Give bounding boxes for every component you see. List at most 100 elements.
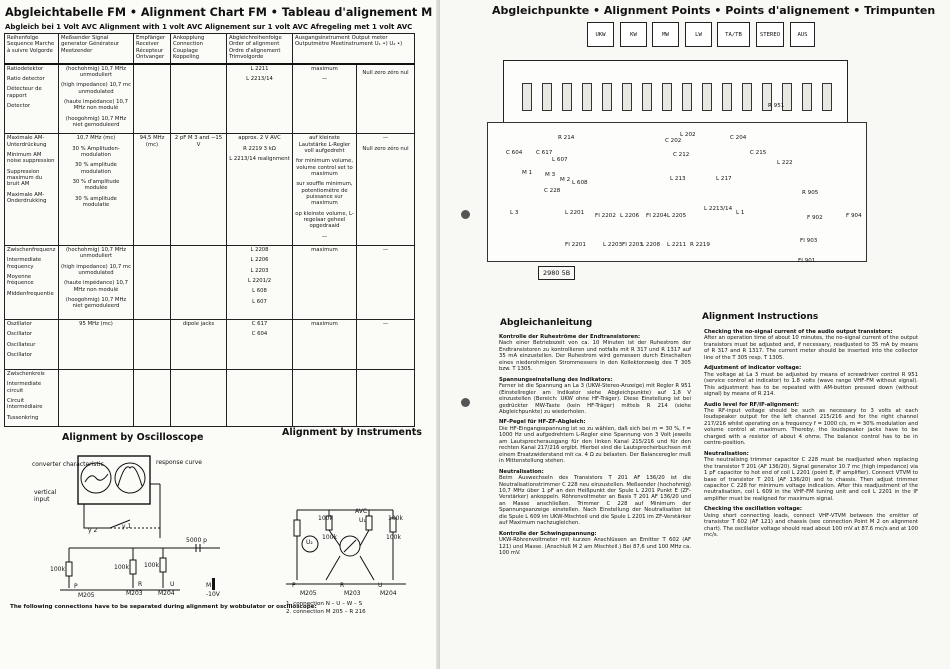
cell-rx (133, 245, 171, 321)
component-m3: M 3 (545, 172, 556, 178)
label-u1: U₁ (359, 517, 366, 524)
header-connection: Ankopplung Connection Couplage Koppeling (170, 33, 227, 65)
section-heading: Spannungseinstellung des Indikators: (499, 376, 613, 383)
strip-slot (662, 83, 672, 111)
label-5000p: 5000 p (186, 537, 207, 544)
component-l2206: L 2206 (620, 213, 640, 219)
gen-text: 30 % d'amplitude modulée (72, 178, 120, 192)
seq-text: Intermediate circuit (7, 381, 42, 394)
german-instructions: Kontrolle der Ruheströme der Endtransist… (499, 330, 691, 557)
section-heading: Audio level for RF/IF-alignment: (704, 401, 800, 408)
gen-text: 30 % amplitude modulatie (75, 195, 117, 208)
cell-out1: maximum— (292, 62, 357, 135)
order-text: C 617 (251, 321, 268, 328)
resistor-100k-c (159, 557, 167, 573)
gen-text: 10,7 MHz (mc) (76, 135, 116, 142)
seq-text: Détecteur de rapport (7, 86, 42, 99)
strip-slot (642, 83, 652, 111)
header-output: Ausgangsinstrument Output meter Outputmè… (292, 33, 415, 65)
strip-slot (802, 83, 812, 111)
oscilloscope-diagram (60, 455, 220, 591)
seq-text: Zwischenkreis (7, 371, 45, 378)
gen-text: (haute impédance) 10,7 MHz non modulé (64, 280, 128, 293)
component-fi2201: FI 2201 (565, 242, 586, 248)
order-text: L 607 (252, 298, 267, 305)
cell-rx (133, 62, 171, 135)
label-100k-b: 100k (114, 564, 129, 571)
out1-text: — (321, 233, 328, 240)
label-avc: AVC (355, 508, 368, 515)
component-r905: R 905 (802, 190, 819, 196)
cell-conn: 2 pF M 3 and −15 V (170, 133, 227, 247)
header-generator: Meßsender Signal generator Générateur Me… (58, 33, 134, 65)
conn-text: dipole jacks (182, 321, 215, 328)
label-converter: converter characteristic (32, 461, 104, 468)
component-l213: L 213 (670, 176, 686, 182)
band-button-tatb: TA/TB (717, 22, 750, 47)
component-fi2203: FI 2203 (622, 242, 643, 248)
component-r214: R 214 (558, 135, 575, 141)
component-c215: C 215 (750, 150, 767, 156)
section-text: Die HF-Eingangsspannung ist so zu wählen… (499, 425, 691, 465)
cell-out2: — Null zero zéro nul (356, 133, 415, 247)
component-fi903: FI 903 (800, 238, 818, 244)
label-M204: M204 (158, 590, 175, 597)
out2-text: — (382, 321, 389, 328)
out1-text: op kleinste volume, L-regelaar geheel op… (295, 210, 354, 230)
band-button-aus: AUS (790, 22, 815, 47)
component-l608: L 608 (572, 180, 588, 186)
band-button-kw: KW (620, 22, 647, 47)
section-heading: Checking the no-signal current of the au… (704, 329, 893, 335)
out2-text: Null zero zéro nul (362, 69, 409, 76)
punch-hole-bottom (461, 398, 470, 407)
section-text: Nach einer Betriebszeit von ca. 10 Minut… (499, 340, 691, 373)
component-l3: L 3 (510, 210, 519, 216)
out2-text: — (382, 135, 389, 142)
gen-text: 95 MHz (mc) (79, 321, 113, 328)
label-M205: M205 (78, 592, 95, 599)
order-text: L 2213/14 (246, 75, 273, 82)
order-text: L 2203 (250, 267, 269, 274)
seq-text: Middenfrequentie (7, 290, 54, 297)
meter-u2 (301, 535, 319, 553)
alignment-chart-subtitle: Abgleich bei 1 Volt AVC Alignment with 1… (5, 23, 413, 31)
seq-text: Detector (7, 102, 31, 109)
gen-text: (haute impédance) 10,7 MHz non modulé (64, 98, 128, 112)
seq-text: Ratio detector (7, 75, 45, 82)
out2-text: Null zero zéro nul (362, 145, 409, 152)
seq-text: Minimum AM noise suppression (7, 151, 55, 165)
table-header-row: Reihenfolge Sequence Marche à suivre Vol… (4, 33, 415, 65)
component-l2208: L 2208 (641, 242, 661, 248)
label-y2: y 2 (88, 527, 98, 534)
scope-box (77, 455, 151, 505)
section-heading: Kontrolle der Ruheströme der Endtransist… (499, 334, 641, 340)
label-ins-U: U (378, 582, 383, 589)
circuit-board (487, 122, 867, 262)
order-text: L 2208 (250, 247, 269, 254)
resistor-mid-b (365, 515, 373, 531)
instruments-diagram (286, 509, 406, 585)
label-vertical: vertical input (34, 489, 57, 503)
strip-slot (702, 83, 712, 111)
component-l2201: L 2201 (565, 210, 585, 216)
label-ins-100k-b: 100k (322, 534, 337, 541)
section-text: UKW-Röhrenvoltmeter mit kurzen Anschlüss… (499, 537, 691, 557)
conn-text: 2 pF M 3 and −15 V (174, 135, 223, 148)
component-c617: C 617 (536, 150, 553, 156)
component-f902: F 902 (807, 215, 823, 221)
band-button-stereo: STEREO (756, 22, 784, 47)
gen-text: (hochohmig) 10,7 MHz unmoduliert (65, 247, 127, 260)
header-order: Abgleichreihenfolge Order of alignment O… (226, 33, 293, 65)
order-text: L 608 (252, 288, 267, 295)
footnote-connection-2: 2. connection M 205 – R 216 (286, 608, 366, 615)
order-text: L 2201/2 (247, 278, 272, 285)
out1-text: maximum (311, 321, 338, 328)
section-heading: NF-Pegel für HF-ZF-Abgleich: (499, 419, 586, 426)
